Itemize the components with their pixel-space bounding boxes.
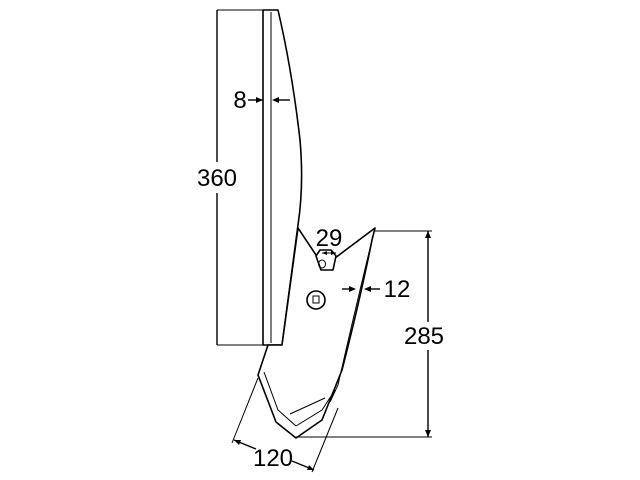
dim-29-label: 29: [316, 225, 343, 252]
dim-120-label: 120: [253, 445, 293, 472]
blade-tip-line: [263, 371, 297, 427]
dim-12: 12: [342, 276, 410, 303]
dim-360: 360: [197, 9, 263, 346]
bolt-slot-hole: [318, 259, 326, 269]
dim-8: 8: [233, 87, 290, 114]
dim-12-label: 12: [384, 276, 411, 303]
bolt-hole: [306, 290, 326, 310]
shank: [262, 9, 303, 346]
dim-285: 285: [296, 230, 444, 438]
bolt-hole-square: [312, 295, 320, 304]
blade-edge-line: [295, 389, 336, 427]
shank-outline: [262, 9, 303, 346]
blade: [257, 227, 376, 439]
blade-bevel-line: [329, 239, 373, 403]
dim-8-label: 8: [233, 87, 246, 114]
dim-29: 29: [316, 225, 343, 255]
dim-285-label: 285: [404, 323, 444, 350]
blade-tip-detail: [289, 397, 326, 415]
blade-tip-detail-2: [275, 421, 297, 439]
dim-360-label: 360: [197, 165, 237, 192]
dim-120: 120: [231, 377, 339, 473]
